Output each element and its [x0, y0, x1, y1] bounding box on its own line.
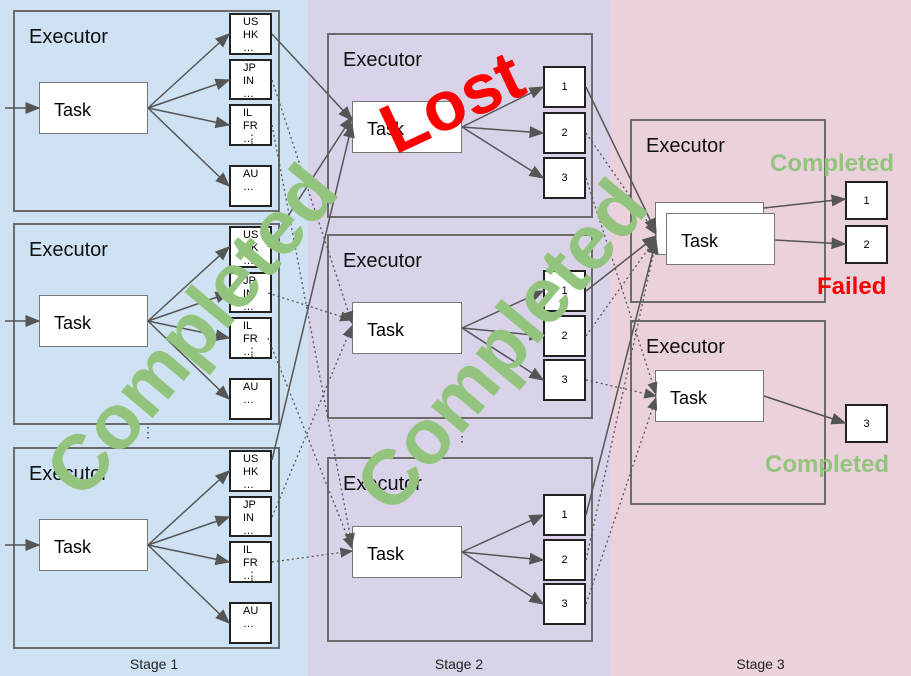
partition-box: US HK … — [229, 450, 272, 492]
solid-arrow — [271, 33, 354, 122]
solid-arrow — [461, 86, 545, 128]
solid-arrow — [461, 514, 545, 553]
executor-title: Executor — [343, 250, 422, 272]
executor-title: Executor — [646, 336, 725, 358]
dotted-arrow — [271, 324, 353, 518]
partition-box: JP IN … — [229, 272, 272, 313]
solid-arrow — [147, 320, 231, 342]
solid-arrow — [461, 327, 545, 381]
solid-arrow — [147, 320, 231, 401]
solid-arrow — [147, 291, 231, 322]
task-box: Task — [39, 295, 148, 347]
dotted-arrow — [585, 396, 658, 605]
partition-ellipsis: ⋮ — [246, 132, 258, 146]
stage-label: Stage 2 — [434, 656, 484, 672]
executor-box: Executor — [327, 457, 593, 642]
solid-arrow — [461, 551, 545, 605]
solid-arrow — [147, 245, 231, 322]
partition-ellipsis: ⋮ — [246, 569, 258, 583]
solid-arrow — [763, 194, 847, 209]
solid-arrow — [461, 126, 545, 138]
stage-label: Stage 1 — [129, 656, 179, 672]
partition-box: JP IN … — [229, 59, 272, 100]
executor-box: Executor — [13, 10, 280, 212]
solid-arrow — [585, 235, 658, 292]
task-box: Task — [39, 82, 148, 134]
output-box: 2 — [543, 112, 586, 154]
solid-arrow — [585, 86, 657, 234]
executor-box: Executor — [327, 33, 593, 218]
solid-arrow — [147, 544, 231, 566]
executor-title: Executor — [29, 463, 108, 485]
partition-box: AU … — [229, 602, 272, 644]
partition-box: IL FR … — [229, 104, 272, 146]
dotted-arrow — [267, 337, 353, 550]
solid-arrow — [147, 32, 231, 109]
solid-arrow — [461, 551, 545, 565]
more-executors-ellipsis: ⋮ — [455, 428, 469, 444]
output-box: 3 — [845, 404, 888, 443]
dotted-arrow — [585, 236, 657, 337]
executor-box: Executor — [630, 320, 826, 505]
task-box: Task — [352, 101, 462, 153]
partition-box: US HK … — [229, 13, 272, 55]
solid-arrow — [147, 107, 231, 188]
executor-title: Executor — [29, 239, 108, 261]
solid-arrow — [147, 78, 231, 109]
executor-title: Executor — [646, 135, 725, 157]
solid-arrow — [585, 238, 659, 516]
partition-box: IL FR … — [229, 317, 272, 359]
stage3-completed-label: Completed — [770, 150, 895, 177]
solid-arrow — [147, 469, 231, 546]
solid-arrow — [271, 122, 355, 461]
task-box: Task — [655, 370, 764, 422]
dotted-arrow — [267, 292, 354, 322]
more-executors-ellipsis: ⋮ — [141, 424, 155, 440]
solid-arrow — [461, 327, 545, 341]
executor-box: Executor — [13, 223, 280, 425]
stage-3: Stage 3 — [610, 0, 911, 676]
executor-title: Executor — [29, 26, 108, 48]
solid-arrow — [267, 115, 353, 248]
solid-arrow — [774, 237, 847, 250]
executor-box: Executor — [630, 119, 826, 303]
output-box: 2 — [543, 315, 586, 357]
solid-arrow — [763, 395, 847, 425]
solid-arrow — [461, 290, 545, 329]
output-box: 1 — [543, 494, 586, 536]
partition-ellipsis: ⋮ — [246, 345, 258, 359]
executor-box: Executor — [13, 447, 280, 649]
executor-title: Executor — [343, 473, 422, 495]
solid-arrow — [147, 515, 231, 546]
partition-box: AU … — [229, 165, 272, 207]
task-box: Task — [666, 213, 775, 265]
stage3-failed-label: Failed — [817, 273, 887, 300]
output-box: 3 — [543, 359, 586, 401]
task-box: Task — [352, 302, 462, 354]
output-box: 2 — [845, 225, 888, 264]
stage3-completed-label: Completed — [765, 451, 890, 478]
output-box: 2 — [543, 539, 586, 581]
solid-arrow — [147, 544, 231, 625]
dotted-arrow — [271, 547, 354, 563]
solid-arrow — [461, 126, 545, 179]
solid-arrow — [147, 107, 231, 129]
dotted-arrow — [585, 132, 657, 236]
stage-label: Stage 3 — [736, 656, 785, 672]
dotted-arrow — [585, 240, 659, 561]
partition-box: AU … — [229, 378, 272, 420]
executor-title: Executor — [343, 49, 422, 71]
dotted-arrow — [585, 379, 658, 399]
dotted-arrow — [271, 124, 355, 547]
task-box: Task — [39, 519, 148, 571]
